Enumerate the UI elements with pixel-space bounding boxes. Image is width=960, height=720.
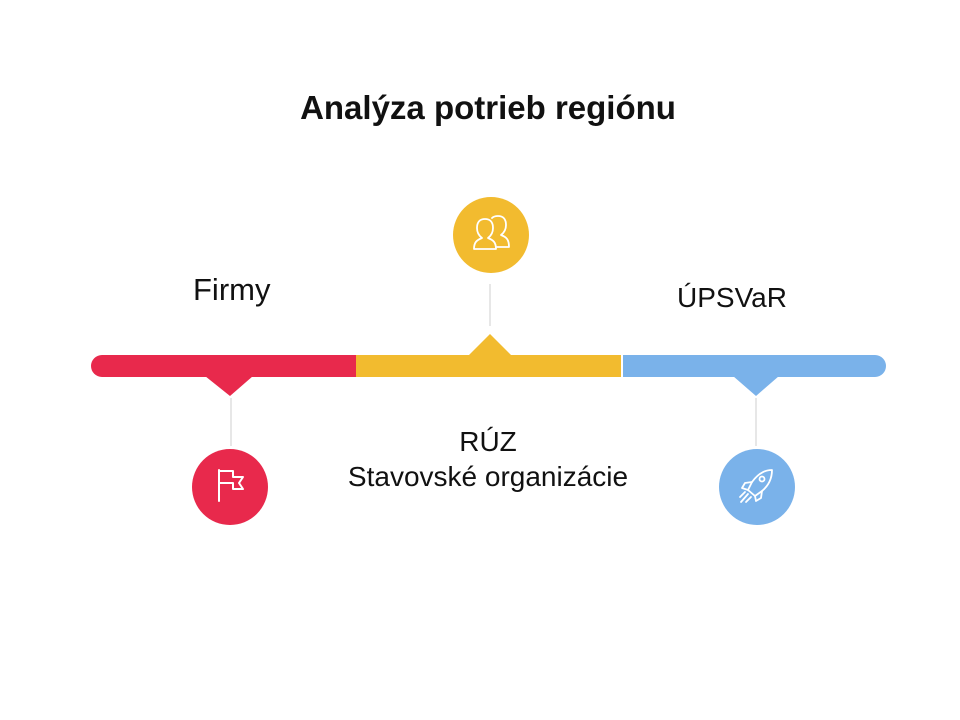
diagram-title: Analýza potrieb regiónu — [300, 89, 676, 126]
pointer-yellow — [468, 334, 512, 356]
label-stavovske: Stavovské organizácie — [347, 461, 629, 492]
label-upsvar: ÚPSVaR — [677, 282, 787, 313]
flag-icon — [192, 449, 268, 525]
users-icon — [453, 197, 529, 273]
label-ruz: RÚZ — [459, 426, 517, 457]
bar-segment-yellow — [356, 355, 621, 377]
pointer-red — [205, 376, 253, 396]
bar-segment-red — [91, 355, 356, 377]
pointer-blue — [733, 376, 779, 396]
label-firmy: Firmy — [193, 272, 271, 307]
label-center: RÚZ Stavovské organizácie — [318, 424, 658, 494]
rocket-icon — [719, 449, 795, 525]
bar-segment-blue — [623, 355, 886, 377]
